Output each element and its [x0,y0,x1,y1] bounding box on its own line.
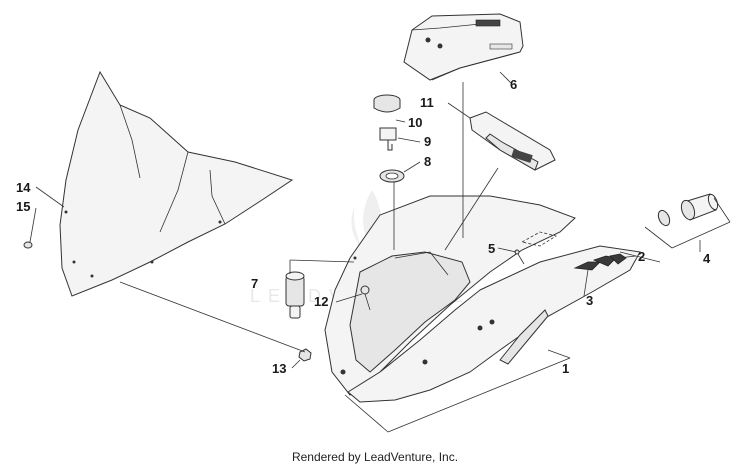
callout-15: 15 [16,199,30,214]
nut-13-part [298,348,312,362]
cap-10-part [373,94,401,113]
callout-11: 11 [420,95,434,110]
callout-7: 7 [251,276,258,291]
leader-lines [29,71,731,433]
callout-9: 9 [424,134,431,149]
callout-12: 12 [314,294,328,309]
callout-8: 8 [424,154,431,169]
gauge-module-part [469,111,556,171]
socket-4-part [657,193,719,227]
callout-5: 5 [488,241,495,256]
callout-4: 4 [703,251,711,266]
callout-1: 1 [562,361,569,376]
instrument-pod-part [403,13,524,81]
hood-part [324,195,641,403]
callout-10: 10 [408,115,422,130]
screw-12-part [360,285,371,311]
callouts: 1 2 3 4 5 6 7 8 9 10 11 12 13 14 15 [16,77,711,376]
callout-6: 6 [510,77,517,92]
washer-15-part [23,241,33,249]
windshield-part [59,70,294,297]
switch-7-part [285,271,305,319]
footer-credit: Rendered by LeadVenture, Inc. [291,450,459,464]
callout-2: 2 [638,249,645,264]
grommet-8-part [379,169,405,183]
callout-3: 3 [586,293,593,308]
callout-14: 14 [16,180,31,195]
callout-13: 13 [272,361,286,376]
key-9-part [379,127,397,151]
